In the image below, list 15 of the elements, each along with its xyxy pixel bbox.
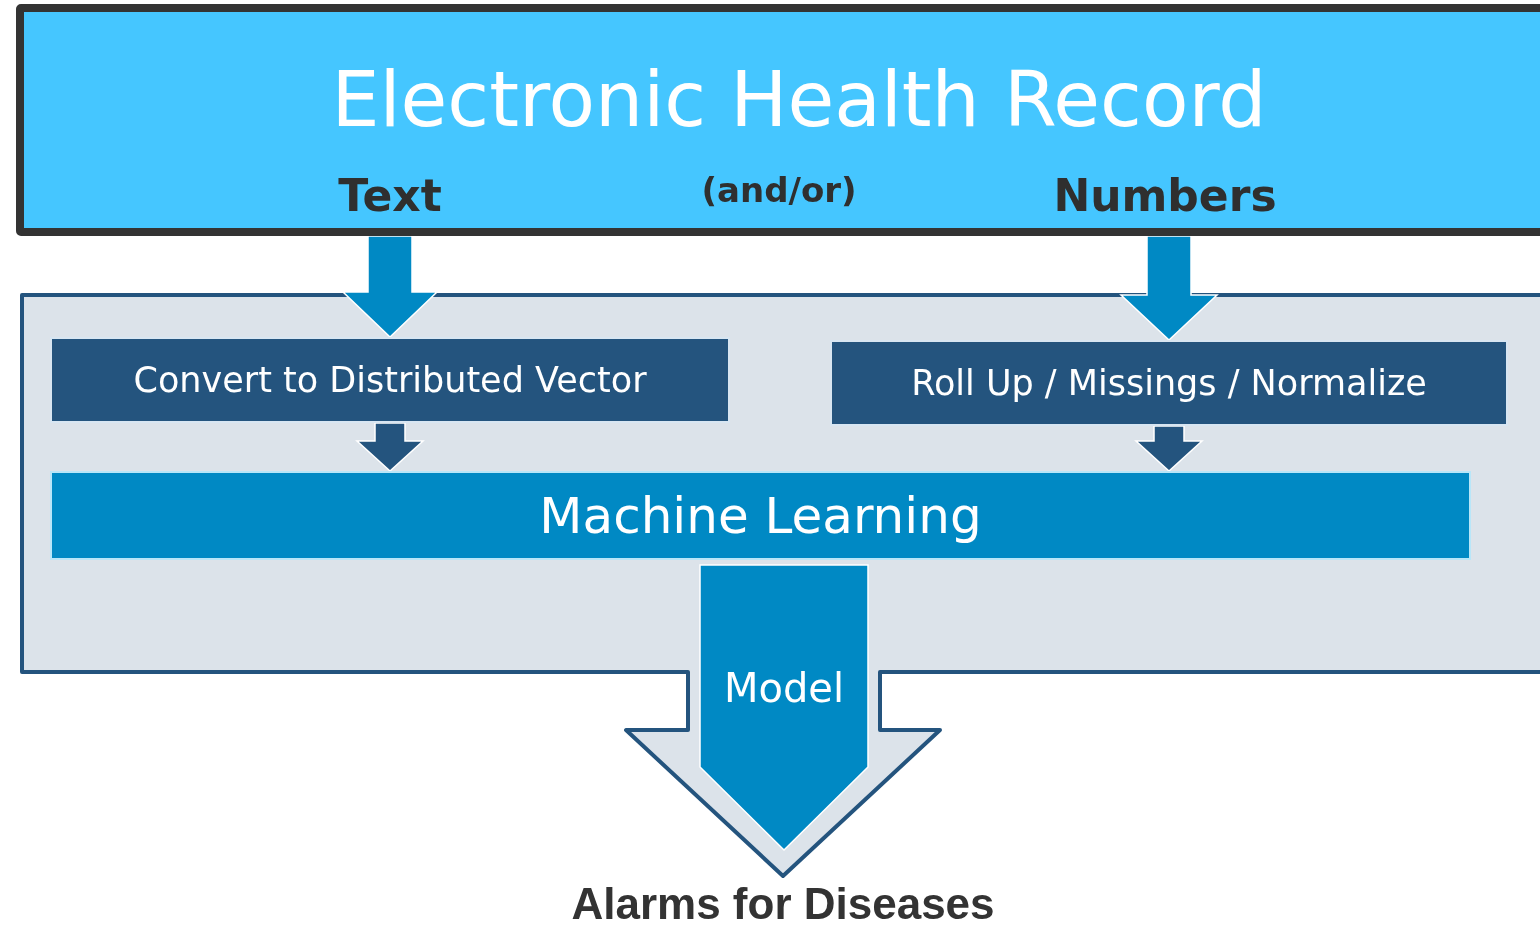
input-type-label: Numbers: [1040, 166, 1290, 224]
connector-word: (and/or): [700, 169, 858, 212]
process-box: Roll Up / Missings / Normalize: [830, 340, 1508, 426]
process-box: Convert to Distributed Vector: [50, 337, 730, 423]
edge-label: Model: [722, 664, 846, 712]
record-box: [16, 4, 1540, 236]
output-label: Alarms for Diseases: [520, 880, 1046, 928]
block-arrow: [1134, 425, 1204, 472]
block-arrow: [1119, 235, 1219, 342]
process-box: Machine Learning: [50, 471, 1471, 560]
input-type-label: Text: [320, 166, 460, 224]
title-text: Electronic Health Record: [330, 54, 1268, 146]
block-arrow: [341, 235, 439, 339]
block-arrow: [355, 422, 425, 472]
block-arrow: [699, 564, 869, 852]
